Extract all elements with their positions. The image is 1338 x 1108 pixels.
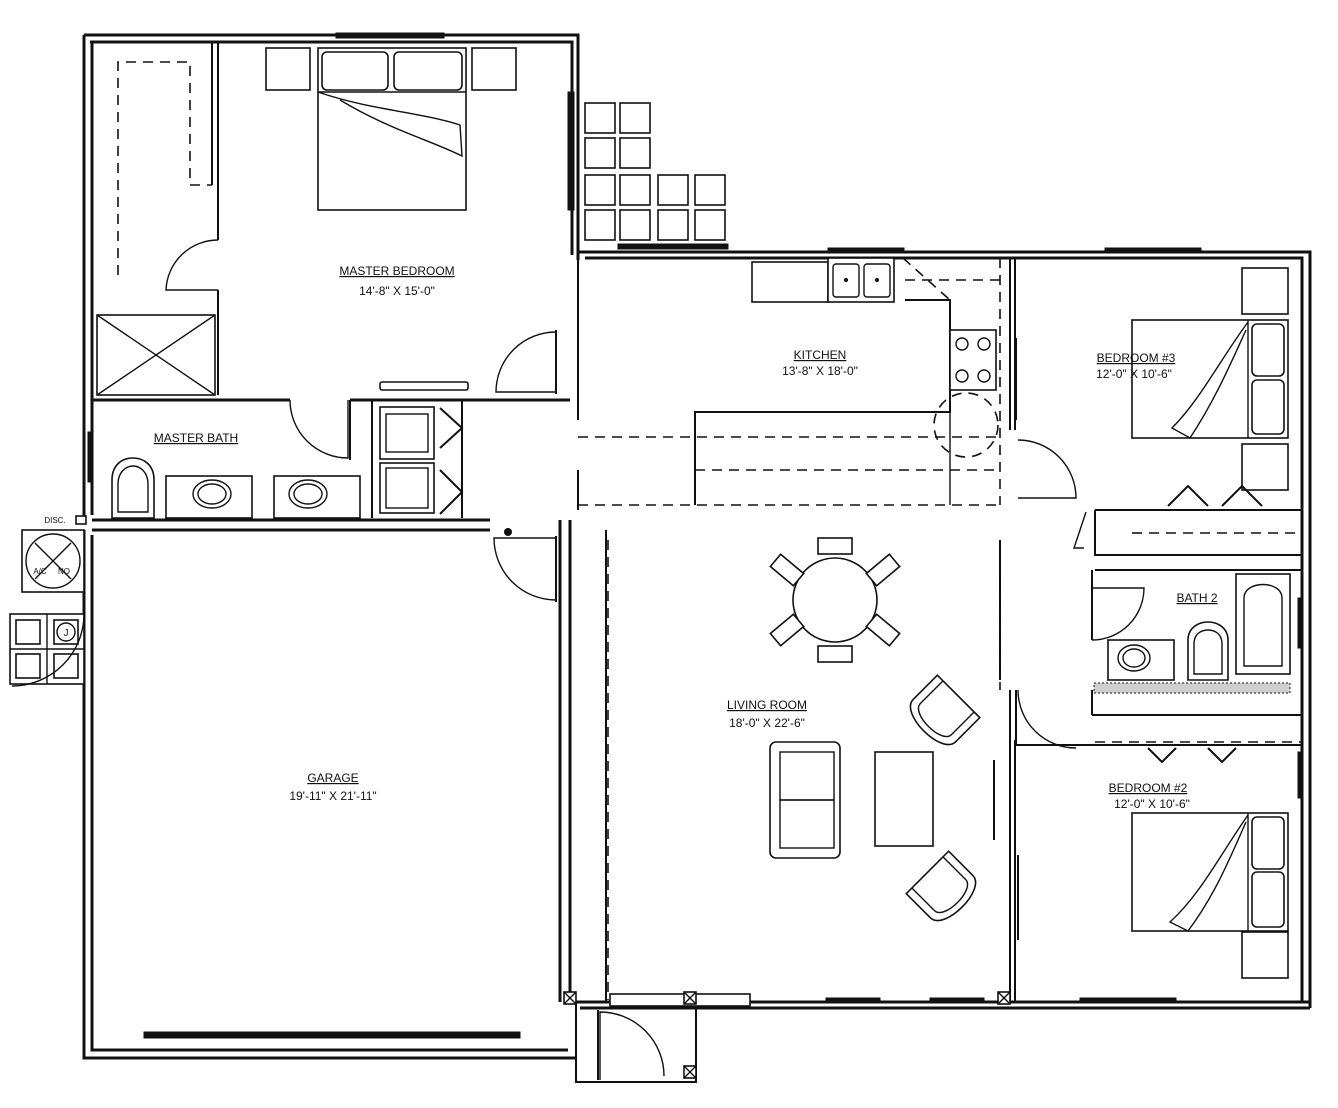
dining-table: [792, 557, 878, 643]
label-master-bath: MASTER BATH: [154, 431, 238, 445]
window-living-2: [929, 997, 985, 1004]
dryer: [379, 462, 435, 514]
window-bedroom2-south: [1079, 997, 1177, 1004]
size-garage: 19'-11" X 21'-11": [289, 789, 376, 803]
junction-label: J: [64, 628, 69, 639]
chair-top: [817, 537, 853, 555]
lazy-susan: [933, 392, 999, 458]
disconnect-label: DISC.: [44, 516, 65, 525]
dining-set: [769, 537, 901, 663]
nightstand-b2: [1241, 931, 1289, 979]
bath2-toilet: [1187, 621, 1229, 681]
bath2-threshold: [1093, 682, 1291, 694]
door-master-bedroom: [495, 331, 557, 393]
label-bath2: BATH 2: [1176, 591, 1217, 605]
bedroom2-furniture: [1131, 747, 1289, 979]
door-garage: [493, 537, 557, 601]
vanity-left: [165, 475, 253, 519]
bathtub: [1235, 573, 1291, 675]
room-labels: MASTER BEDROOM 14'-8" X 15'-0" MASTER BA…: [154, 264, 1218, 811]
bedroom3-furniture: [1131, 267, 1289, 507]
master-bath-fixtures: [111, 381, 469, 519]
window-bath2: [1297, 597, 1304, 649]
chair-bottom: [817, 645, 853, 663]
size-bedroom2: 12'-0" X 10'-6": [1114, 797, 1190, 811]
armchair-top: [909, 674, 981, 746]
label-master-bedroom: MASTER BEDROOM: [339, 264, 454, 278]
bath2-fixtures: [1093, 573, 1291, 694]
pillow-right: [393, 51, 463, 91]
window-living-1: [825, 997, 881, 1004]
counter-left: [751, 261, 829, 303]
master-toilet: [111, 457, 155, 519]
size-kitchen: 13'-8" X 18'-0": [782, 364, 858, 378]
window-bedroom2-east: [1297, 751, 1304, 799]
nightstand-right: [471, 47, 517, 91]
windows: [87, 32, 1304, 1039]
nightstand-left: [265, 47, 311, 91]
laundry: [379, 406, 464, 515]
nightstand-b3-bottom: [1241, 443, 1289, 491]
sink: [827, 257, 895, 303]
patio-pavers: [584, 102, 726, 241]
window-patio: [617, 243, 729, 250]
nightstand-b3-top: [1241, 267, 1289, 315]
label-kitchen: KITCHEN: [794, 348, 847, 362]
door-master-bath: [289, 399, 349, 459]
label-bedroom2: BEDROOM #2: [1109, 781, 1188, 795]
door-bedroom3: [1017, 439, 1077, 499]
dashed-lines: [117, 61, 1302, 1000]
door-bedroom2: [1017, 689, 1077, 749]
pillow-left: [321, 51, 389, 91]
chair-bl: [769, 613, 805, 647]
garage-door: [143, 1031, 521, 1039]
window-master-east: [567, 91, 575, 211]
master-bed: [265, 47, 517, 211]
vanity-right: [273, 475, 361, 519]
porch-step: [609, 993, 751, 1007]
window-master-top: [335, 32, 445, 39]
living-furniture: [769, 674, 981, 922]
coffee-table: [874, 751, 934, 847]
window-bedroom3: [1104, 247, 1202, 254]
door-closet: [165, 239, 219, 291]
meter-box: J: [9, 613, 85, 687]
porch-posts: [563, 991, 1011, 1079]
shower: [96, 314, 216, 396]
window-kitchen: [827, 247, 905, 254]
kitchen-fixtures: [751, 257, 999, 458]
size-living-room: 18'-0" X 22'-6": [729, 716, 805, 730]
ac-label-left: A/C: [33, 567, 47, 576]
ac-unit: A/C NO DISC.: [21, 515, 87, 593]
size-bedroom3: 12'-0" X 10'-6": [1096, 367, 1172, 381]
size-master-bedroom: 14'-8" X 15'-0": [359, 284, 435, 298]
armchair-bottom: [905, 850, 977, 922]
ac-label-right: NO: [58, 567, 70, 576]
window-master-bath: [87, 431, 94, 483]
range: [949, 329, 997, 391]
chair-br: [865, 613, 901, 647]
door-front: [599, 1011, 665, 1080]
label-living-room: LIVING ROOM: [727, 698, 807, 712]
chair-tr: [865, 553, 901, 587]
interior-walls: [92, 42, 1302, 1002]
bath-shelf: [379, 381, 469, 391]
door-bath2: [1091, 587, 1145, 641]
label-garage: GARAGE: [307, 771, 358, 785]
label-bedroom3: BEDROOM #3: [1097, 351, 1176, 365]
doors: [165, 239, 1145, 1080]
washer: [379, 406, 435, 460]
chair-tl: [769, 553, 805, 587]
